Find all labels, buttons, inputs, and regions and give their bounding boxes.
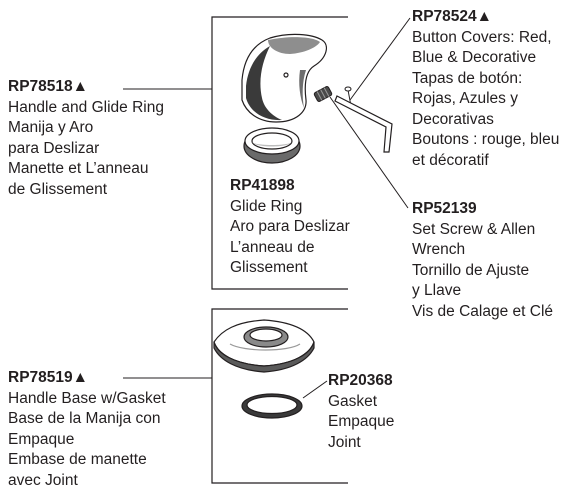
desc-line: Blue & Decorative — [412, 49, 537, 66]
desc-line: Embase de manette — [8, 451, 147, 468]
gasket-part — [241, 393, 303, 419]
callout-button-covers: RP78524▲ Button Covers: Red, Blue & Deco… — [412, 7, 559, 171]
callout-gasket: RP20368 Gasket Empaque Joint — [328, 371, 394, 453]
desc-line: Tornillo de Ajuste — [412, 261, 530, 279]
desc-line: Empaque — [328, 413, 395, 430]
desc-line: Decorativas — [412, 110, 494, 128]
glide-ring-part — [243, 127, 301, 164]
desc-line: Glissement — [230, 259, 308, 276]
desc-line: Set Screw & Allen — [412, 220, 536, 238]
handle-base-part — [213, 319, 315, 373]
callout-set-screw: RP52139 Set Screw & Allen Wrench Tornill… — [412, 199, 553, 322]
desc-line: Handle Base w/Gasket — [8, 389, 166, 407]
desc-line: Manija y Aro — [8, 119, 94, 136]
part-number-handle: RP78518▲ — [8, 78, 88, 95]
upper-group-box — [211, 16, 348, 290]
desc-line: Wrench — [412, 241, 466, 258]
desc-line: Rojas, Azules y — [412, 90, 518, 107]
callout-handle: RP78518▲ Handle and Glide Ring Manija y … — [8, 77, 164, 200]
desc-line: Base de la Manija con — [8, 410, 161, 427]
desc-line: Boutons : rouge, bleu — [412, 131, 560, 148]
desc-line: Glide Ring — [230, 197, 303, 215]
part-number-button-covers: RP78524▲ — [412, 8, 492, 25]
desc-line: Joint — [328, 433, 361, 451]
allen-wrench-part — [334, 95, 393, 153]
leader-button-covers — [349, 17, 411, 101]
leader-set-screw — [329, 96, 409, 209]
callout-handle-base: RP78519▲ Handle Base w/Gasket Base de la… — [8, 368, 166, 491]
desc-line: de Glissement — [8, 180, 108, 198]
handle-part — [241, 33, 328, 123]
desc-line: Gasket — [328, 392, 378, 410]
leader-gasket — [302, 380, 328, 399]
desc-line: Manette et L’anneau — [8, 160, 149, 177]
desc-line: et décoratif — [412, 151, 489, 169]
callout-glide-ring: RP41898 Glide Ring Aro para Deslizar L’a… — [230, 176, 350, 279]
desc-line: Aro para Deslizar — [230, 218, 350, 235]
part-number-gasket: RP20368 — [328, 372, 393, 389]
desc-line: Handle and Glide Ring — [8, 98, 164, 116]
desc-line: Tapas de botón: — [412, 69, 523, 87]
desc-line: para Deslizar — [8, 139, 100, 157]
desc-line: y Llave — [412, 282, 462, 299]
desc-line: avec Joint — [8, 471, 78, 489]
desc-line: Vis de Calage et Clé — [412, 302, 554, 320]
desc-line: L’anneau de — [230, 238, 315, 256]
set-screw-part — [313, 86, 333, 102]
desc-line: Button Covers: Red, — [412, 28, 552, 46]
lower-group-box — [211, 308, 348, 484]
part-number-glide-ring: RP41898 — [230, 177, 295, 194]
desc-line: Empaque — [8, 430, 75, 448]
part-number-set-screw: RP52139 — [412, 200, 477, 217]
part-number-handle-base: RP78519▲ — [8, 369, 88, 386]
